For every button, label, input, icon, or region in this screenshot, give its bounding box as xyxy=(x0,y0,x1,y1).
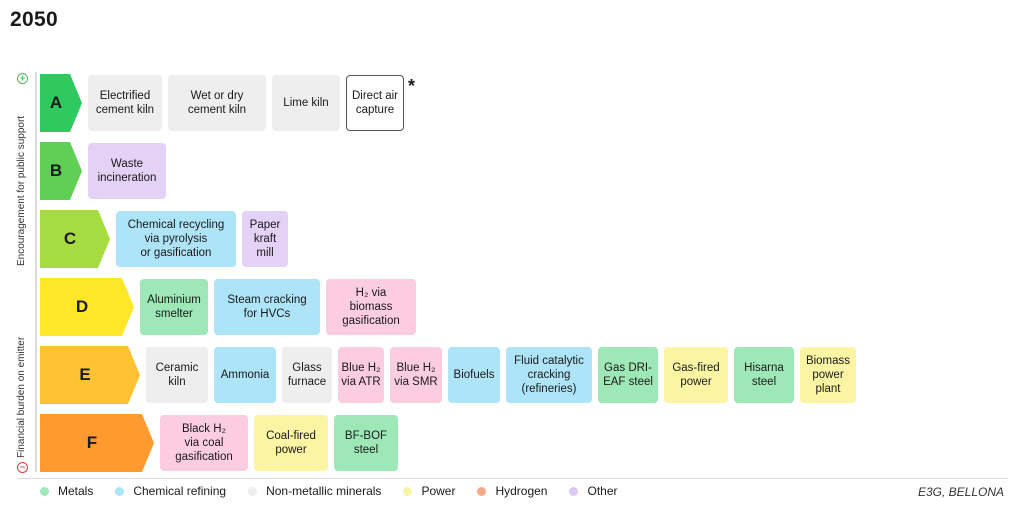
grade-d-arrow: D xyxy=(40,278,134,336)
legend-dot-icon xyxy=(115,486,125,496)
legend-label: Hydrogen xyxy=(495,484,548,498)
footnote-asterisk: * xyxy=(408,76,416,96)
tile-gas-dri-eaf-steel: Gas DRI-EAF steel xyxy=(598,347,658,403)
legend-item-chemical-refining: Chemical refining xyxy=(115,484,226,498)
axis-minus-icon: − xyxy=(17,462,28,473)
grade-letter: B xyxy=(49,161,63,180)
tile-lime-kiln: Lime kiln xyxy=(272,75,340,131)
grade-b-arrow: B xyxy=(40,142,82,200)
legend-dot-icon xyxy=(403,486,413,496)
grade-letter: E xyxy=(79,365,91,384)
legend-dot-icon xyxy=(40,486,49,496)
legend-dot-icon xyxy=(477,486,487,496)
legend-divider xyxy=(18,478,1008,479)
legend-dot-icon xyxy=(248,486,258,496)
legend-label: Metals xyxy=(58,484,94,498)
legend-label: Other xyxy=(587,484,618,498)
grade-letter: F xyxy=(86,433,98,452)
legend-item-power: Power xyxy=(403,484,455,498)
grade-e-arrow: E xyxy=(40,346,140,404)
legend-item-metals: Metals xyxy=(40,484,93,498)
tile-ammonia: Ammonia xyxy=(214,347,276,403)
legend: Metals Chemical refining Non-metallic mine… xyxy=(40,484,618,498)
vertical-axis xyxy=(35,72,37,472)
source-credit: E3G, BELLONA xyxy=(917,485,1004,499)
legend-dot-icon xyxy=(569,486,579,496)
axis-plus-icon: + xyxy=(17,73,28,84)
axis-label-financial-burden: Financial burden on emitter xyxy=(16,336,27,458)
legend-item-hydrogen: Hydrogen xyxy=(477,484,547,498)
grade-f-arrow: F xyxy=(40,414,154,472)
grade-c-arrow: C xyxy=(40,210,110,268)
legend-label: Power xyxy=(421,484,456,498)
legend-label: Chemical refining xyxy=(133,484,227,498)
grade-letter: A xyxy=(49,93,63,112)
legend-item-non-metallic-minerals: Non-metallic minerals xyxy=(248,484,381,498)
legend-item-other: Other xyxy=(569,484,618,498)
legend-label: Non-metallic minerals xyxy=(266,484,382,498)
grade-a-arrow: A xyxy=(40,74,82,132)
grade-letter: C xyxy=(63,229,77,248)
tile-biofuels: Biofuels xyxy=(448,347,500,403)
grade-letter: D xyxy=(75,297,89,316)
chart-title: 2050 xyxy=(10,8,58,31)
axis-label-public-support: Encouragement for public support xyxy=(16,115,27,266)
